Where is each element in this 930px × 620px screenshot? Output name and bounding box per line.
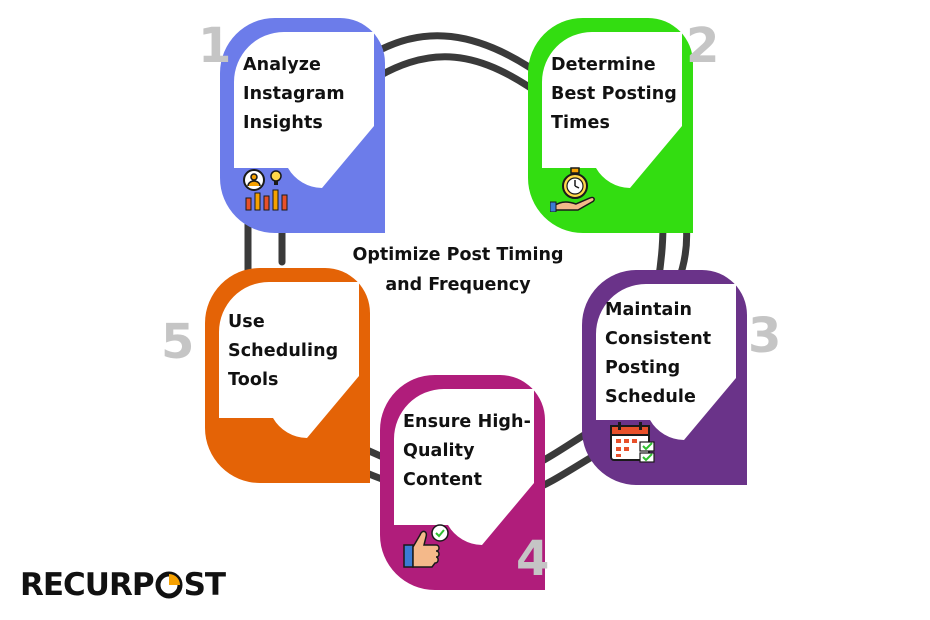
brand-text-part2: ST xyxy=(183,567,226,603)
diagram-title: Optimize Post Timing and Frequency xyxy=(352,245,564,295)
brand-o-icon xyxy=(155,571,183,598)
step-number-2: 2 xyxy=(686,18,720,74)
step-label: Determine Best Posting Times xyxy=(551,55,677,133)
step-label: Analyze Instagram Insights xyxy=(243,55,345,133)
step-number-5: 5 xyxy=(161,314,195,370)
step-label: Ensure High- Quality Content xyxy=(403,412,531,490)
step-card-4: Ensure High- Quality Content xyxy=(380,375,545,590)
step-label: Maintain Consistent Posting Schedule xyxy=(605,300,712,407)
brand-text-part1: RECURP xyxy=(20,567,155,603)
step-card-3: Maintain Consistent Posting Schedule xyxy=(582,270,747,485)
calendar-check-icon xyxy=(610,422,655,463)
step-label: Use Scheduling Tools xyxy=(228,312,339,390)
step-card-5: Use Scheduling Tools xyxy=(205,268,370,483)
step-card-1: Analyze Instagram Insights xyxy=(220,18,385,233)
step-number-3: 3 xyxy=(748,308,782,364)
brand-logo: RECURP ST xyxy=(20,565,226,605)
stopwatch-hand-icon xyxy=(550,167,595,212)
analytics-insights-icon xyxy=(243,169,288,211)
step-number-4: 4 xyxy=(516,531,550,587)
thumbs-up-check-icon xyxy=(403,524,449,568)
step-number-1: 1 xyxy=(198,18,232,74)
card-shape xyxy=(205,268,370,483)
step-card-2: Determine Best Posting Times xyxy=(528,18,693,233)
